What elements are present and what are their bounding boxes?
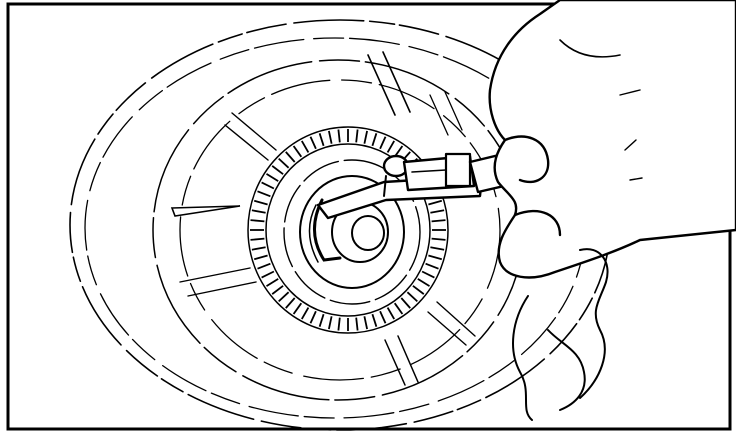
tone-ring-teeth [250,129,446,331]
tone-ring-tooth [285,297,296,309]
tone-ring-tooth [318,133,325,147]
tone-ring-tooth [251,209,266,214]
tone-ring-tooth [428,199,443,206]
tone-ring-tooth [431,237,446,241]
tone-ring-tooth [278,157,290,169]
tone-ring-tooth [337,317,341,331]
tone-ring-tooth [406,291,418,303]
tone-ring-tooth [355,129,359,143]
tone-ring-tooth [421,270,435,279]
axle-bore [351,215,385,251]
tone-ring-tooth [328,130,333,144]
tone-ring-tooth [371,313,378,327]
tone-ring-tooth [271,285,284,295]
tone-ring-tooth [292,302,303,315]
tone-ring-tooth [309,310,317,324]
tone-ring-tooth [261,181,275,190]
sensor-tone-ring [247,126,449,334]
tone-ring-tooth [271,165,284,175]
tone-ring-tooth [371,133,378,147]
tone-ring-tooth [425,262,439,270]
tone-ring-tooth [379,310,387,324]
tone-ring-tooth [379,136,387,150]
wheel-slot-bottom-right [427,301,476,346]
tone-ring-tooth [430,209,445,214]
wheel-slot-left [170,205,241,217]
tone-ring-tooth [301,307,310,320]
tone-ring-tooth [253,199,268,206]
wheel-slot-top [367,51,411,116]
tone-ring-tooth [250,237,265,241]
tone-ring-tooth [261,270,275,279]
tone-ring-tooth [278,291,290,303]
tone-ring-tooth [285,151,296,163]
tone-ring-tooth [309,136,317,150]
wheel-slot-right-top [429,91,463,136]
tone-ring-tooth [386,140,395,153]
tone-ring-tooth [301,140,310,153]
tone-ring-tooth [251,246,266,251]
tone-ring-tooth [318,313,325,327]
tone-ring-tooth [266,173,279,182]
tone-ring-tooth [400,297,411,309]
tone-ring-tooth [266,278,279,287]
tone-ring-tooth [417,278,430,287]
hand-holding-tool [488,0,736,421]
tone-ring-tooth [257,262,271,270]
tone-ring-tooth [292,145,303,158]
tone-ring-tooth [250,219,265,223]
tone-ring-tooth [363,130,368,144]
tone-ring-tooth [363,316,368,330]
tone-ring-tooth [386,307,395,320]
tone-ring-tooth [253,254,268,261]
tone-ring-tooth [430,246,445,251]
wheel-slot-top-left [224,112,277,161]
tone-ring-tooth [412,285,425,295]
tone-ring-tooth [328,316,333,330]
wheel-slot-bottom [384,335,419,386]
tone-ring-tooth [428,254,443,261]
tone-ring-tooth [337,129,341,143]
tone-ring-tooth [431,219,446,223]
tone-ring-tooth [257,190,271,198]
wheel-slot-bottom-left [179,267,257,297]
tone-ring-tooth [393,302,404,315]
tone-ring-tooth [355,317,359,331]
